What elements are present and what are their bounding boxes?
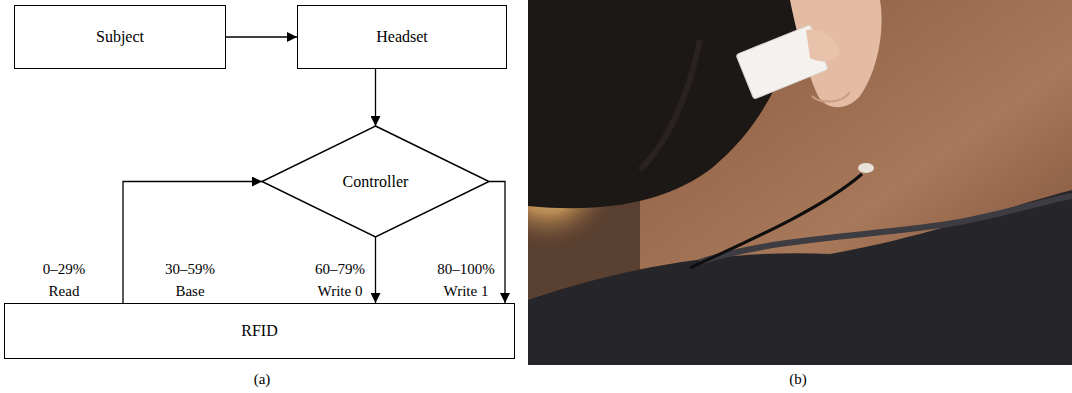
flow-arrow <box>375 69 376 126</box>
flow-arrow <box>123 182 262 304</box>
flow-arrow <box>226 36 297 37</box>
shirt-collar <box>700 196 1072 262</box>
range-label: 0–29% <box>41 261 88 278</box>
node-text: Controller <box>343 172 409 191</box>
mode-label: Base <box>173 283 206 300</box>
flow-arrow <box>489 182 505 304</box>
node-text: RFID <box>241 321 277 340</box>
subfigure-label: (a) <box>252 371 273 388</box>
range-label: 60–79% <box>313 261 367 278</box>
finger-crease <box>812 92 850 102</box>
hair-strand <box>640 40 700 170</box>
mode-label: Write 1 <box>442 283 491 300</box>
earbud <box>858 163 874 173</box>
range-label: 30–59% <box>163 261 217 278</box>
mode-label: Write 0 <box>316 283 365 300</box>
photo-background <box>528 0 1072 365</box>
node-text: Headset <box>376 27 428 46</box>
decision-diamond: Controller <box>262 126 489 237</box>
thumb <box>806 30 840 62</box>
hair <box>528 0 805 208</box>
mode-label: Read <box>47 283 82 300</box>
process-box: Subject <box>14 5 226 69</box>
flow-arrow <box>375 237 376 303</box>
diamond-shape <box>262 126 489 237</box>
process-box: RFID <box>4 303 515 359</box>
range-label: 80–100% <box>435 261 497 278</box>
subfigure-label: (b) <box>787 371 809 388</box>
earphone-cord <box>690 174 862 268</box>
node-text: Subject <box>96 27 144 46</box>
process-box: Headset <box>297 5 507 69</box>
